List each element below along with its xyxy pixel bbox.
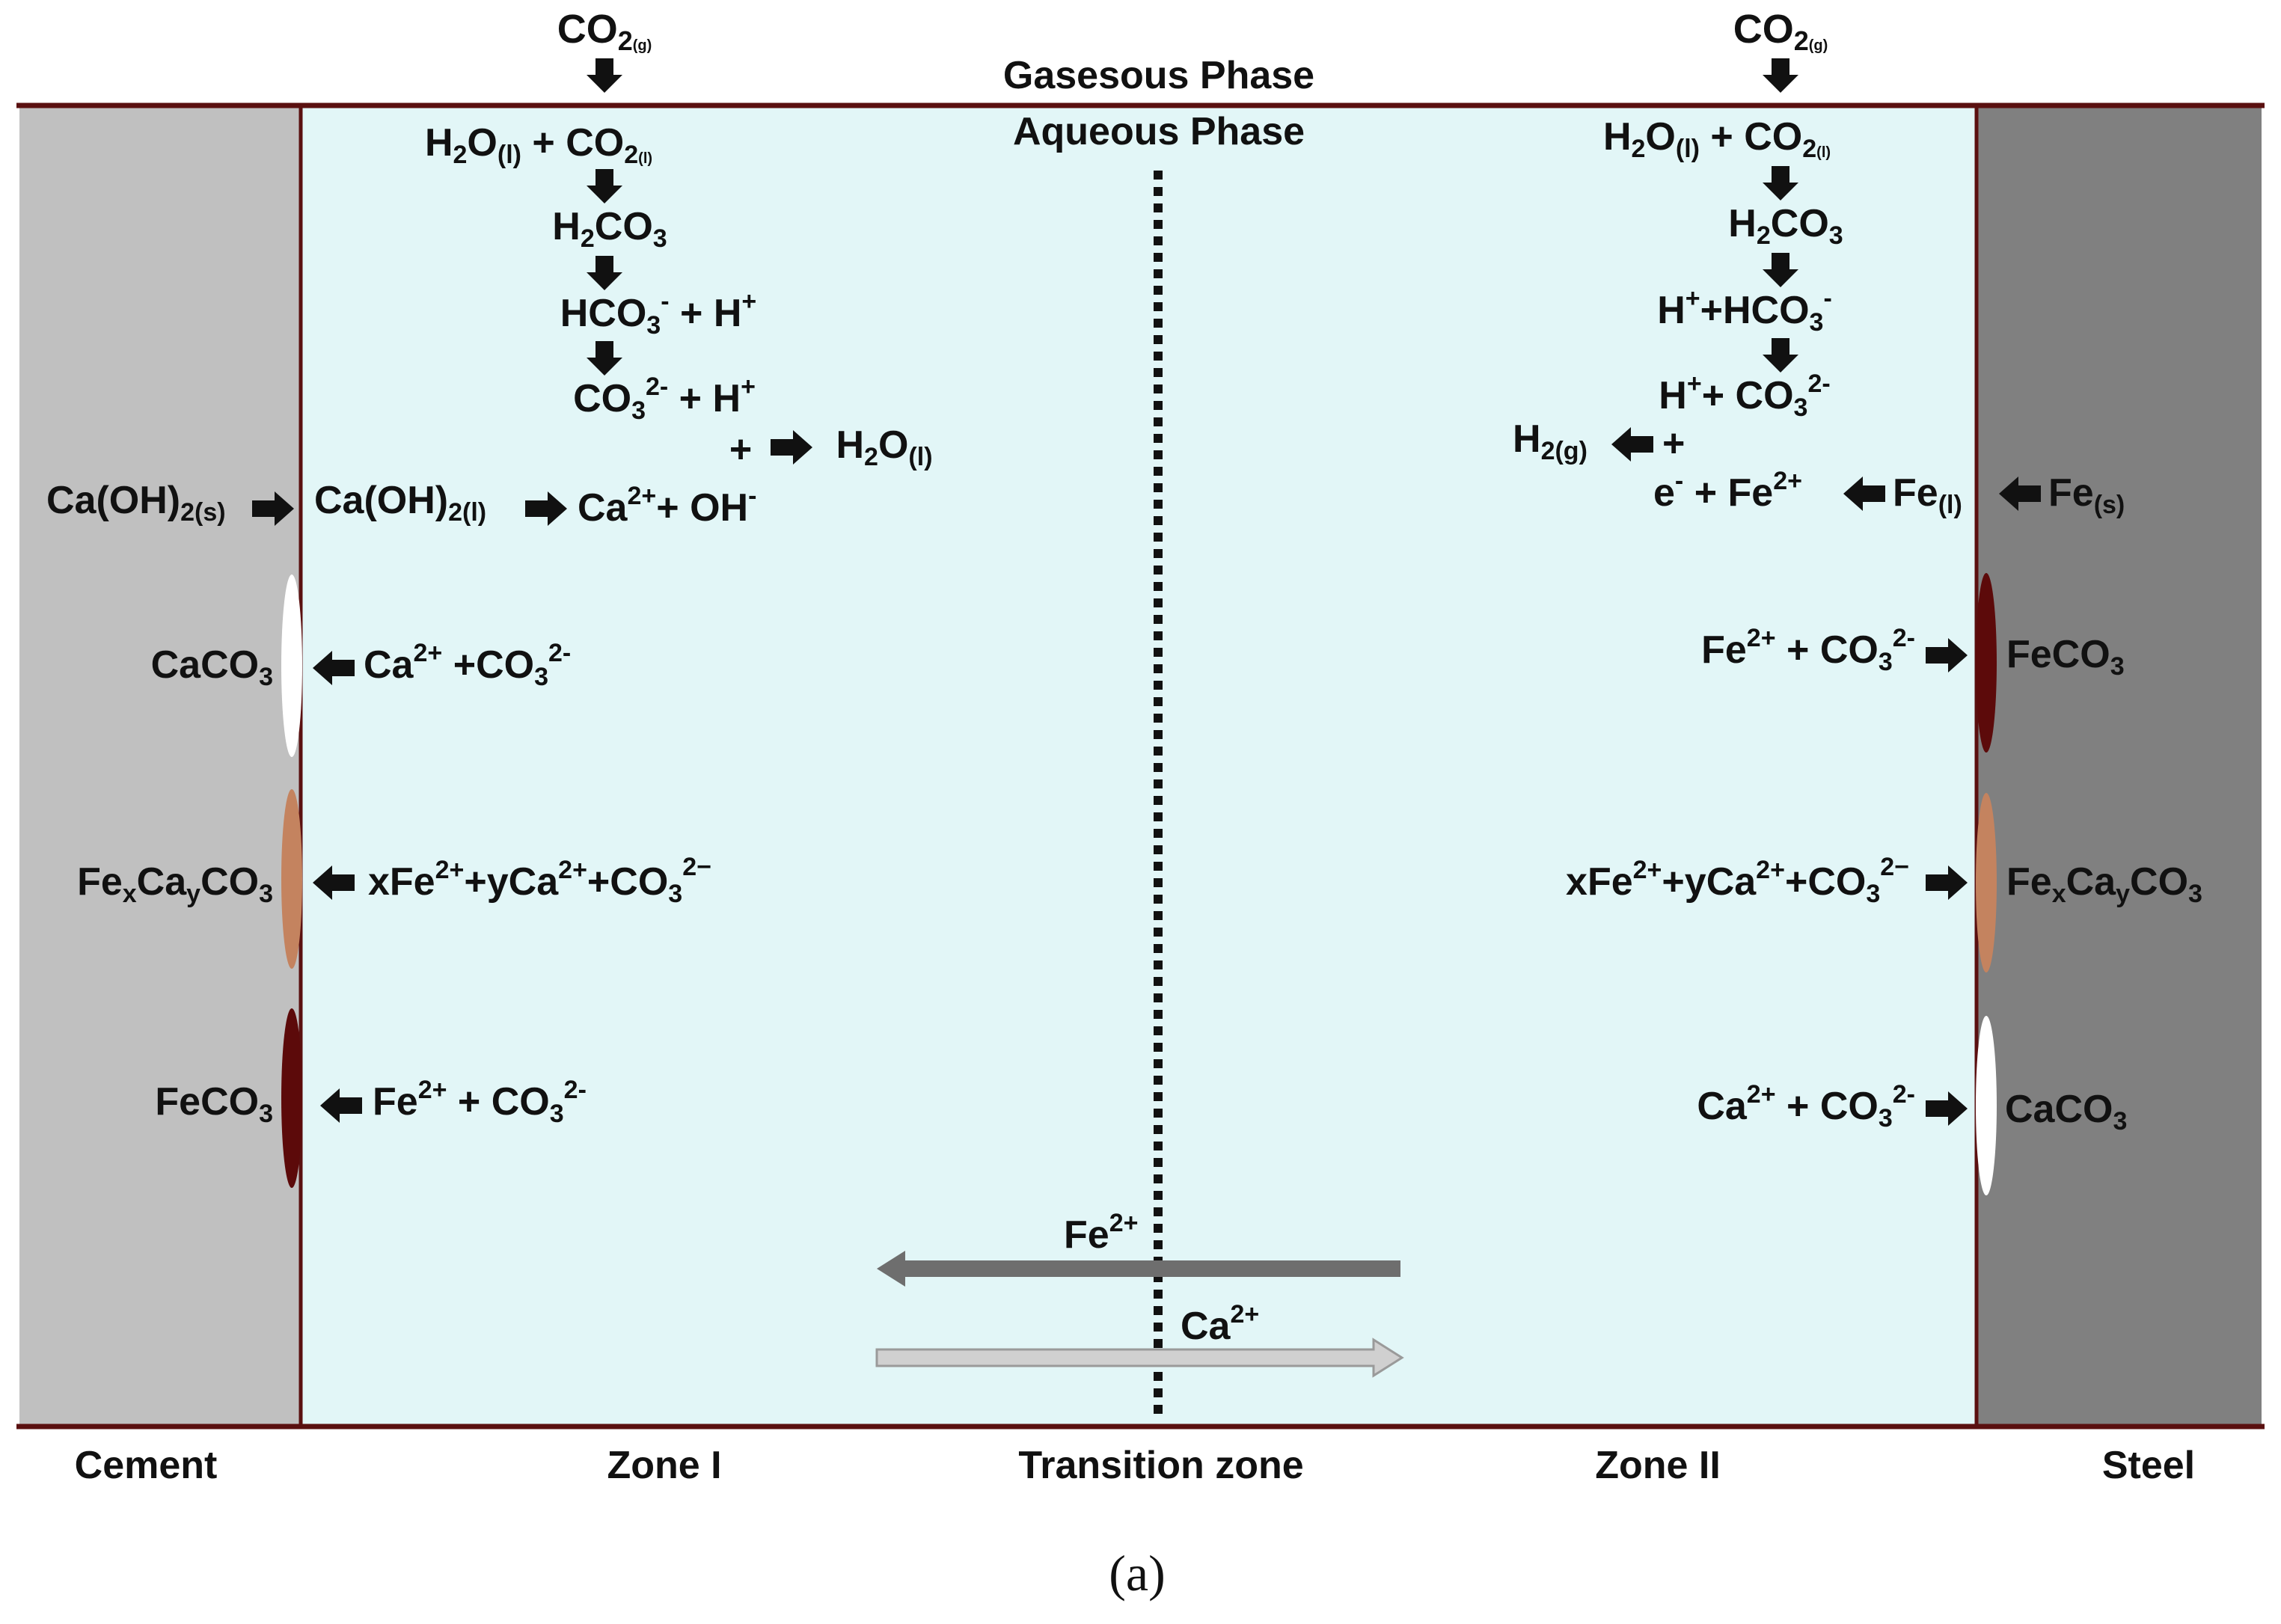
cement-region	[19, 105, 301, 1427]
ca-co3-ions-right: Ca2+ + CO32-	[1697, 1080, 1915, 1133]
caco3-scale-steel	[1976, 1016, 1997, 1195]
ca-flux-arrow	[875, 1337, 1404, 1378]
co3-left: CO32- + H+	[573, 373, 756, 425]
feco3-steel-label: FeCO3	[2006, 633, 2125, 681]
h2o-product-left: H2O(l)	[836, 423, 932, 471]
arrow-down-icon	[1763, 58, 1798, 93]
fe-liquid: Fe(l)	[1893, 471, 1962, 519]
zone-label-zone1: Zone I	[607, 1444, 721, 1487]
feco3-cement-label: FeCO3	[155, 1080, 273, 1128]
ca-co3-ions-left: Ca2+ +CO32-	[364, 639, 571, 691]
zone-label-transition: Transition zone	[1018, 1444, 1303, 1487]
e-fe-ions: e- + Fe2+	[1653, 467, 1802, 515]
zone-label-steel: Steel	[2102, 1444, 2195, 1487]
fecaco3-steel-label: FexCayCO3	[2006, 860, 2202, 908]
h-hco3-right: H++HCO3-	[1657, 284, 1832, 337]
mixed-ions-left: xFe2++yCa2++CO32−	[368, 853, 711, 908]
fecaco3-scale-steel	[1976, 793, 1997, 972]
fecaco3-cement-label: FexCayCO3	[77, 860, 273, 908]
figure-caption: (a)	[1109, 1545, 1165, 1602]
fe-flux-label: Fe2+	[1064, 1209, 1138, 1257]
h2o-co2-right: H2O(l) + CO2(l)	[1603, 115, 1831, 163]
zone-label-zone2: Zone II	[1595, 1444, 1721, 1487]
h2-gas-right: H2(g)	[1513, 417, 1587, 465]
h-co3-right: H++ CO32-	[1659, 370, 1830, 422]
plus-h2-right: +	[1662, 422, 1685, 465]
feco3-scale-steel	[1976, 573, 1997, 753]
fe-co3-ions-right: Fe2+ + CO32-	[1701, 624, 1915, 676]
gaseous-phase-label: Gasesous Phase	[1003, 54, 1314, 97]
caco3-scale-cement	[281, 574, 302, 757]
steel-region	[1977, 105, 2262, 1427]
co2-gas-left: CO2(g)	[557, 7, 652, 56]
h2o-co2-left: H2O(l) + CO2(l)	[425, 121, 652, 169]
caoh2-solid: Ca(OH)2(s)	[46, 479, 226, 527]
fecaco3-scale-cement	[281, 789, 302, 969]
h2co3-right: H2CO3	[1728, 202, 1843, 250]
caoh2-liquid: Ca(OH)2(l)	[314, 479, 486, 527]
fe-solid: Fe(s)	[2048, 471, 2125, 519]
fe-flux-arrow	[877, 1251, 1400, 1287]
ca-oh-ions: Ca2++ OH-	[578, 482, 756, 530]
aqueous-phase-label: Aqueous Phase	[1013, 110, 1305, 153]
co2-gas-right: CO2(g)	[1733, 7, 1828, 56]
arrow-down-icon	[587, 58, 622, 93]
caco3-cement-label: CaCO3	[151, 643, 273, 691]
plus-water-left: +	[729, 428, 752, 471]
h2co3-left: H2CO3	[552, 205, 667, 253]
feco3-scale-cement	[281, 1008, 302, 1188]
aqueous-region	[301, 105, 1977, 1427]
zone-label-cement: Cement	[75, 1444, 218, 1487]
caco3-steel-label: CaCO3	[2005, 1088, 2127, 1136]
ca-flux-label: Ca2+	[1181, 1300, 1259, 1348]
hco3-left: HCO3- + H+	[560, 287, 757, 340]
fe-co3-ions-left: Fe2+ + CO32-	[373, 1076, 587, 1128]
mixed-ions-right: xFe2++yCa2++CO32−	[1566, 853, 1909, 908]
